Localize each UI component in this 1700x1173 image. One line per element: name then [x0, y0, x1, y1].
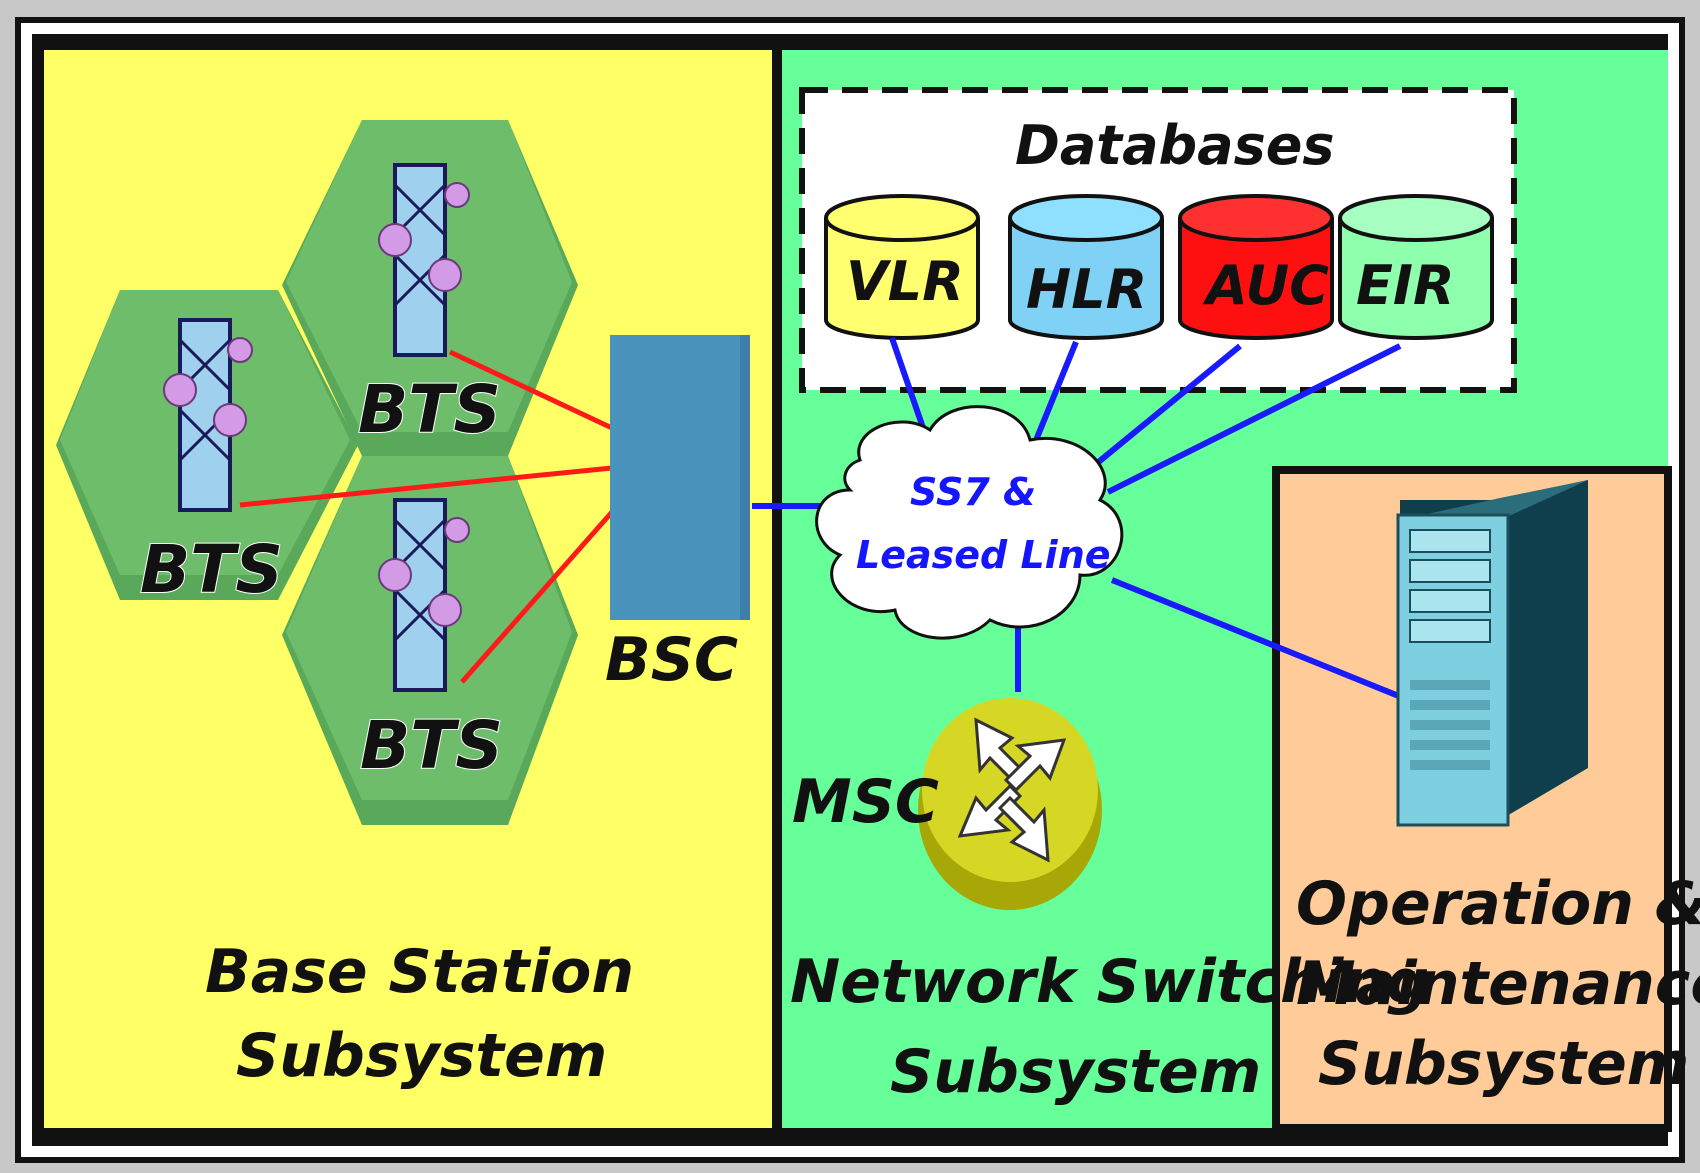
bts-tower-icon [378, 498, 470, 692]
bts-tower-icon [163, 318, 253, 512]
hlr-label: HLR [1026, 258, 1147, 321]
cloud-label-line1: SS7 & [910, 470, 1036, 514]
bts-tower-icon [378, 163, 470, 357]
hlr-database-icon [1008, 194, 1164, 340]
bsc-cabinet-icon [610, 335, 750, 620]
nss-title-line1: Network Switching [790, 947, 1429, 1017]
auc-label: AUC [1202, 254, 1329, 317]
hlr-link [1029, 340, 1079, 452]
msc-label: MSC [792, 767, 939, 837]
auc-database-icon [1178, 194, 1334, 340]
eir-link [1106, 343, 1402, 495]
bts-label: BTS [140, 531, 283, 608]
oms-title-line3: Subsystem [1318, 1029, 1689, 1099]
ss7-cloud-icon [815, 405, 1124, 640]
databases-title: Databases [1015, 114, 1335, 177]
eir-label: EIR [1356, 254, 1455, 317]
bts-bsc-link [239, 465, 613, 508]
vlr-database-icon [824, 194, 980, 340]
vlr-label: VLR [846, 250, 964, 313]
auc-link [1094, 343, 1242, 467]
cloud-label-line2: Leased Line [856, 533, 1111, 577]
bss-title-line1: Base Station [205, 937, 634, 1007]
oms-title-line1: Operation & [1296, 869, 1700, 939]
oms-link [1110, 577, 1418, 706]
bss-title-line2: Subsystem [236, 1021, 607, 1091]
oms-title-line2: Maintenance [1296, 949, 1700, 1019]
bts-label: BTS [358, 371, 501, 448]
bts-bsc-link [448, 349, 614, 431]
msc-router-icon [918, 698, 1102, 910]
server-tower-icon [1396, 480, 1588, 827]
bts-label: BTS [360, 707, 503, 784]
eir-database-icon [1338, 194, 1494, 340]
bts-bsc-link [460, 510, 614, 684]
nss-title-line2: Subsystem [890, 1037, 1261, 1107]
bsc-label: BSC [605, 625, 738, 695]
